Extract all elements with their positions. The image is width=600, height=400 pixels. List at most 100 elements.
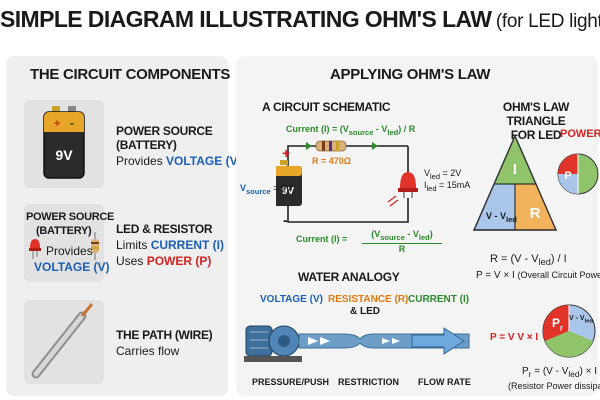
bottom-num-2: - V [404, 229, 419, 239]
formula-r: R = (V - Vled) / I [490, 252, 567, 270]
formula-pr-end: ) × I [579, 366, 598, 377]
schematic-plus: + [282, 145, 291, 161]
vled-label: Vled = 2V [424, 168, 461, 182]
resistor-power-vvled-text: V - V [569, 315, 585, 322]
page-title: SIMPLE DIAGRAM ILLUSTRATING OHM'S LAW (f… [0, 6, 600, 33]
battery-label: 9V [55, 147, 73, 163]
water-flow: FLOW RATE [418, 377, 471, 387]
water-resistance: RESISTANCE (R) [328, 294, 409, 305]
triangle-title-2: FOR LED [510, 128, 562, 142]
battery-icon-box: + - 9V [24, 100, 104, 188]
current-top-sub2: led [387, 127, 399, 137]
battery-plus: + [54, 118, 60, 130]
water-resistance-2: & LED [350, 306, 380, 317]
led-line1-prefix: Limits [116, 238, 148, 252]
combo-line1: POWER SOURCE [26, 211, 115, 223]
power-p: P [564, 170, 571, 182]
led-small-icon [29, 239, 41, 259]
vsource-value: = 9V [270, 183, 292, 193]
current-top-part3: ) / R [398, 124, 416, 134]
water-title: WATER ANALOGY [298, 270, 400, 284]
bottom-num-sub1: source [380, 232, 405, 242]
power-title-2: (BATTERY) [116, 138, 177, 152]
vled-v: V [424, 168, 431, 178]
power-desc: Provides VOLTAGE (V) [116, 154, 242, 169]
water-current: CURRENT (I) [408, 294, 470, 305]
combo-line4: VOLTAGE (V) [34, 260, 110, 274]
triangle-title: OHM'S LAW TRIANGLE FOR LED [486, 100, 586, 142]
current-bottom-prefix: Current (I) = [296, 234, 348, 244]
vled-value: = 2V [440, 168, 462, 178]
iled-label: Iled = 15mA [424, 180, 470, 194]
power-circle: P [557, 153, 599, 195]
applying-heading: APPLYING OHM'S LAW [330, 66, 491, 83]
iled-value: = 15mA [436, 180, 471, 190]
resistor-label: R = 470Ω [312, 156, 351, 166]
led-line2-highlight: POWER (P) [146, 254, 212, 268]
current-top-part1: Current (I) = (V [286, 124, 349, 134]
resistor-power-p: Pr [552, 316, 563, 332]
triangle-vvled-text: V - V [486, 211, 507, 221]
power-title-1: POWER SOURCE [116, 124, 213, 138]
led-line1-highlight: CURRENT (I) [150, 238, 225, 252]
bottom-num-3: ) [429, 229, 433, 239]
wire-title: THE PATH (WIRE) [116, 328, 213, 342]
bottom-num-sub2: led [418, 232, 430, 242]
vled-sub: led [430, 171, 441, 181]
resistor-power-p-text: P [552, 316, 561, 330]
schematic-battery-label: 9V [282, 186, 295, 197]
water-analogy-graphic [244, 325, 470, 362]
power-desc-highlight: VOLTAGE (V) [166, 154, 242, 168]
formula-pr: Pr = (V - Vled) × I [522, 364, 597, 382]
formula-r-part1: R = (V - V [490, 253, 539, 265]
formula-pr-sub: r [528, 369, 532, 379]
formula-pr-sub2: led [568, 369, 580, 379]
resistor-power-vvled: V - Vled [569, 315, 593, 324]
bottom-num-1: (V [371, 229, 381, 239]
schematic-title: A CIRCUIT SCHEMATIC [262, 100, 391, 114]
water-voltage: VOLTAGE (V) [260, 294, 323, 305]
triangle-r: R [530, 205, 541, 222]
schematic-battery: 9V [276, 160, 302, 206]
resistor-power-vvled-sub: led [584, 318, 593, 325]
iled-sub: led [426, 183, 437, 193]
circuit-schematic: 9V [276, 140, 418, 223]
combo-line3: Provides [46, 244, 93, 258]
resistor-power-p-sub: r [560, 323, 564, 333]
formula-p-text: P = V × I [476, 270, 515, 281]
iled-i: I [424, 180, 427, 190]
battery-minus: - [70, 116, 74, 130]
schematic-current-bottom: Current (I) = [296, 234, 347, 245]
triangle-vvled: V - Vled [486, 211, 517, 225]
formula-pvv: P = V V × I [490, 332, 539, 343]
power-label: POWER [560, 128, 600, 140]
formula-p: P = V × I (Overall Circuit Power) [476, 268, 600, 283]
triangle-i: I [513, 161, 517, 178]
vsource-v: V [240, 183, 247, 193]
water-restriction: RESTRICTION [338, 377, 400, 387]
resistor-small-icon [91, 232, 99, 260]
triangle-vvled-sub: led [506, 214, 517, 224]
formula-pr-p: P [522, 366, 529, 377]
current-bottom-fraction: (Vsource - Vled) R [362, 229, 442, 255]
current-top-sub1: source [348, 127, 374, 137]
formula-p-note: (Overall Circuit Power) [517, 270, 600, 280]
flow-arrow-icon [411, 327, 465, 355]
schematic-current-top: Current (I) = (Vsource - Vled) / R [286, 124, 415, 138]
schematic-minus: - [283, 212, 288, 228]
vsource-label: Vsource = 9V [240, 183, 292, 197]
vsource-sub: source [246, 186, 271, 196]
combo-line2: (BATTERY) [36, 225, 92, 237]
title-sub: (for LED light) [495, 11, 600, 32]
led-line1: Limits CURRENT (I) [116, 238, 224, 253]
formula-r-part2: ) / I [550, 253, 567, 265]
pump-icon [244, 325, 302, 362]
components-heading: THE CIRCUIT COMPONENTS [30, 66, 231, 83]
ohms-triangle: I R [472, 134, 558, 231]
title-main: SIMPLE DIAGRAM ILLUSTRATING OHM'S LAW [0, 6, 492, 32]
water-pressure: PRESSURE/PUSH [252, 377, 330, 387]
schematic-led [387, 172, 418, 207]
wire-icon [31, 303, 94, 379]
current-bottom-numerator: (Vsource - Vled) [362, 229, 442, 244]
formula-r-sub: led [538, 257, 551, 268]
